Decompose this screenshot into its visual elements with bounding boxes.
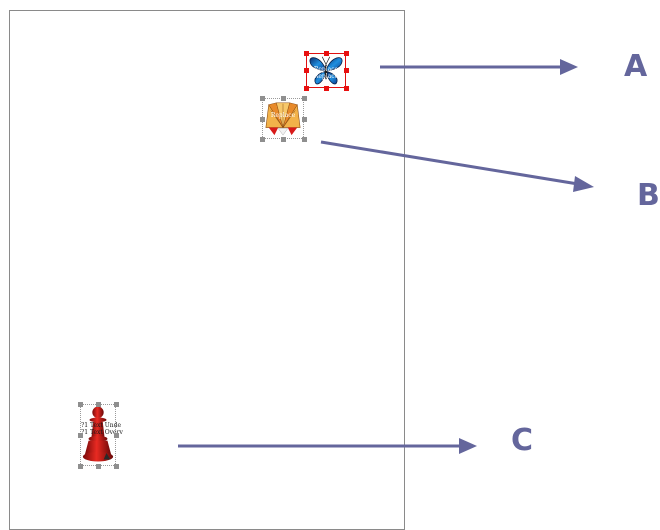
resize-handle[interactable]	[344, 68, 349, 73]
resize-handle[interactable]	[281, 96, 286, 101]
resize-handle[interactable]	[96, 402, 101, 407]
arrow-a	[380, 59, 578, 75]
resize-handle[interactable]	[78, 464, 83, 469]
resize-handle[interactable]	[96, 464, 101, 469]
resize-handle[interactable]	[281, 137, 286, 142]
resize-handle[interactable]	[304, 68, 309, 73]
blue-butterfly-icon	[309, 56, 343, 85]
orange-fan-icon	[265, 102, 301, 136]
arrow-b	[320, 140, 594, 192]
butterfly-shape-selection[interactable]: Replace Replace	[304, 51, 349, 91]
resize-handle[interactable]	[344, 86, 349, 91]
resize-handle[interactable]	[304, 86, 309, 91]
pawn-shape-selection[interactable]: ?1 Text Unde ?1 Text Overv	[78, 402, 123, 469]
resize-handle[interactable]	[302, 96, 307, 101]
resize-handle[interactable]	[78, 433, 83, 438]
shape-text-line: Replace	[270, 112, 296, 119]
shape-text-line: Replace	[313, 66, 339, 73]
shape-text-line: ?1 Text Overv	[81, 429, 123, 436]
resize-handle[interactable]	[114, 402, 119, 407]
callout-label-c: C	[511, 423, 534, 458]
document-page	[9, 10, 405, 530]
screenshot-stage: Replace Replace Replace	[9, 10, 660, 530]
resize-handle[interactable]	[114, 464, 119, 469]
resize-handle[interactable]	[324, 86, 329, 91]
red-pawn-icon	[82, 406, 114, 462]
callout-label-a: A	[624, 49, 648, 84]
callout-label-b: B	[637, 178, 660, 213]
resize-handle[interactable]	[302, 137, 307, 142]
arrow-c	[178, 438, 477, 454]
resize-handle[interactable]	[302, 117, 307, 122]
fan-shape-selection[interactable]: Replace	[260, 96, 307, 142]
resize-handle[interactable]	[324, 51, 329, 56]
resize-handle[interactable]	[260, 117, 265, 122]
resize-handle[interactable]	[260, 96, 265, 101]
shape-text-line: ?1 Text Unde	[81, 422, 122, 429]
resize-handle[interactable]	[304, 51, 309, 56]
resize-handle[interactable]	[344, 51, 349, 56]
resize-handle[interactable]	[78, 402, 83, 407]
resize-handle[interactable]	[260, 137, 265, 142]
shape-text-line: Replace	[313, 73, 339, 80]
resize-handle[interactable]	[114, 433, 119, 438]
callout-arrows	[178, 59, 594, 454]
